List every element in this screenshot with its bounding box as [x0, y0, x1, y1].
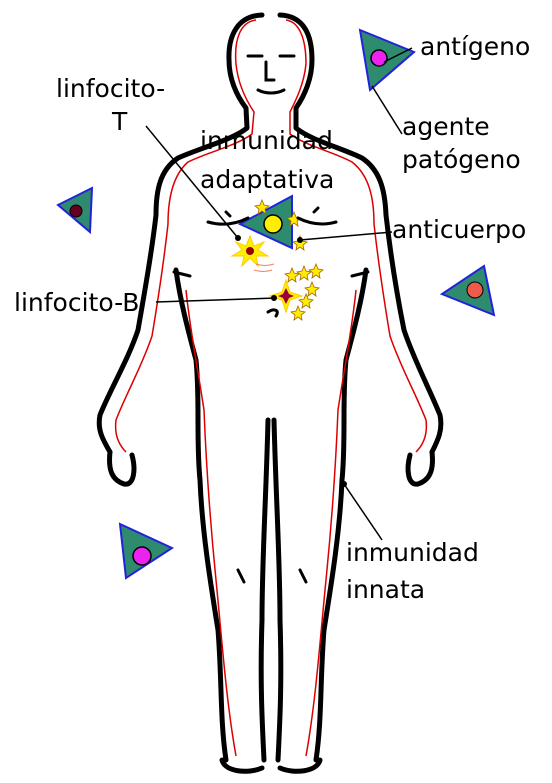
- t-cell-label-line2: T: [111, 107, 128, 136]
- pathogen-label-line2: patógeno: [402, 145, 521, 174]
- pathogen-left: [58, 188, 92, 232]
- t-cell-icon: [232, 236, 274, 272]
- adaptive-immunity-label-line1: inmunidad: [200, 126, 333, 155]
- pathogen-label-line1: agente: [402, 112, 490, 141]
- adaptive-immunity-label-line2: adaptativa: [200, 165, 334, 194]
- innate-immunity-label-line1: inmunidad: [346, 538, 479, 567]
- antibody-label: anticuerpo: [392, 215, 526, 244]
- antigen-label: antígeno: [420, 32, 530, 61]
- b-cell-label: linfocito-B: [14, 288, 139, 317]
- pathogen-right: [442, 266, 494, 315]
- pathogen-bottom-left: [120, 524, 172, 578]
- innate-immunity-label-line2: innata: [346, 575, 425, 604]
- t-cell-label-line1: linfocito-: [56, 74, 165, 103]
